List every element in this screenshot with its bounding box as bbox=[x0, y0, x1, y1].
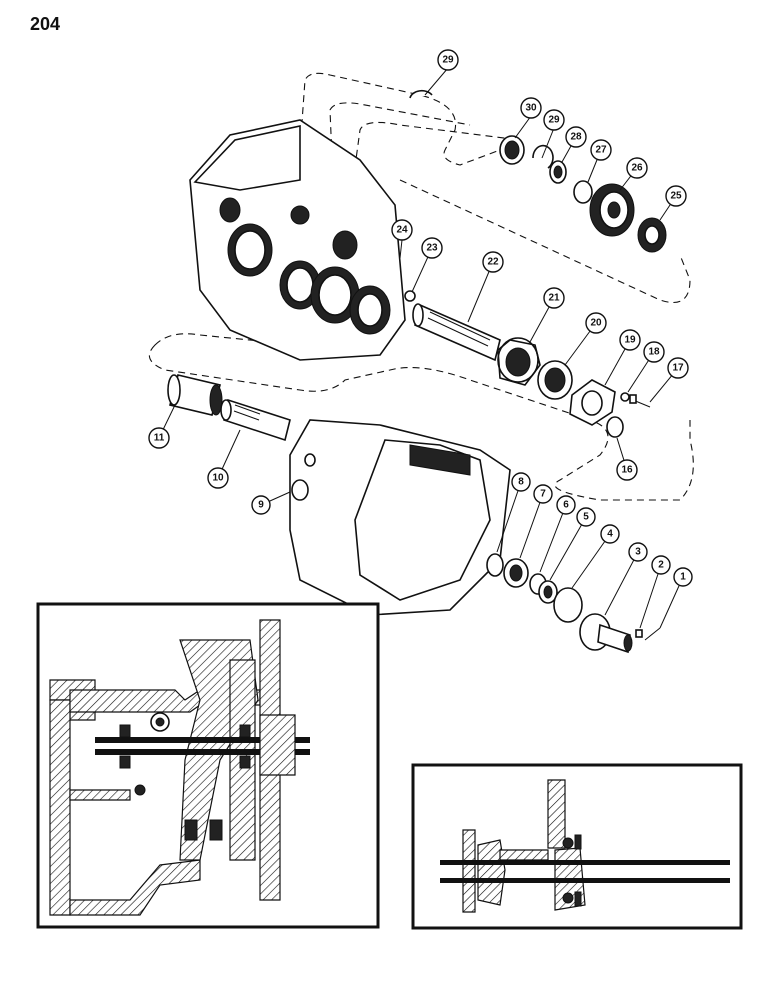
svg-text:5: 5 bbox=[583, 512, 589, 523]
callout-4: 4 bbox=[600, 524, 620, 544]
upper-housing-part-24 bbox=[189, 119, 406, 361]
bolt-part-1 bbox=[644, 627, 661, 641]
svg-text:10: 10 bbox=[212, 473, 224, 484]
o-ring-part-4 bbox=[553, 587, 583, 623]
snap-ring-upper-part-29 bbox=[409, 89, 433, 99]
callout-9: 9 bbox=[251, 495, 271, 515]
bolt-part-17 bbox=[629, 394, 651, 408]
svg-text:23: 23 bbox=[426, 243, 438, 254]
pin-part-23 bbox=[404, 290, 416, 302]
svg-text:16: 16 bbox=[621, 465, 633, 476]
svg-text:27: 27 bbox=[595, 145, 607, 156]
gear-part-25 bbox=[637, 217, 667, 253]
leader-lines bbox=[158, 67, 684, 629]
callout-25: 25 bbox=[665, 185, 687, 207]
callout-10: 10 bbox=[207, 467, 229, 489]
callout-2: 2 bbox=[651, 555, 671, 575]
svg-text:22: 22 bbox=[487, 257, 499, 268]
ring-part-16 bbox=[606, 416, 624, 438]
callout-23: 23 bbox=[421, 237, 443, 259]
callout-30: 30 bbox=[520, 97, 542, 119]
svg-text:7: 7 bbox=[540, 489, 546, 500]
svg-text:6: 6 bbox=[563, 500, 569, 511]
callout-22: 22 bbox=[482, 251, 504, 273]
callout-27: 27 bbox=[590, 139, 612, 161]
callout-21: 21 bbox=[543, 287, 565, 309]
svg-text:24: 24 bbox=[396, 225, 408, 236]
ring-part-8 bbox=[486, 553, 504, 577]
callout-3: 3 bbox=[628, 542, 648, 562]
svg-text:11: 11 bbox=[154, 433, 165, 444]
svg-text:17: 17 bbox=[672, 363, 684, 374]
callout-16: 16 bbox=[616, 459, 638, 481]
washer-part-27 bbox=[573, 180, 593, 204]
svg-text:18: 18 bbox=[648, 347, 660, 358]
svg-text:26: 26 bbox=[631, 163, 643, 174]
retainer-part-3 bbox=[579, 613, 633, 654]
svg-text:9: 9 bbox=[258, 500, 264, 511]
callout-17: 17 bbox=[667, 357, 689, 379]
callout-7: 7 bbox=[533, 484, 553, 504]
svg-text:21: 21 bbox=[548, 293, 560, 304]
callout-28: 28 bbox=[565, 126, 587, 148]
svg-text:29: 29 bbox=[442, 55, 454, 66]
bearing-part-20 bbox=[537, 360, 573, 400]
clutch-housing-part-9 bbox=[289, 419, 511, 616]
callout-11: 11 bbox=[148, 427, 170, 449]
seal-part-7 bbox=[503, 558, 529, 588]
svg-text:8: 8 bbox=[518, 477, 524, 488]
washer-part-18 bbox=[620, 392, 630, 402]
svg-text:4: 4 bbox=[607, 529, 613, 540]
callout-29-lower: 29 bbox=[543, 109, 565, 131]
svg-text:2: 2 bbox=[658, 560, 664, 571]
callout-24: 24 bbox=[391, 219, 413, 241]
bearing-part-28 bbox=[549, 160, 567, 184]
callout-8: 8 bbox=[511, 472, 531, 492]
svg-text:20: 20 bbox=[590, 318, 602, 329]
svg-text:25: 25 bbox=[670, 191, 682, 202]
callout-29-upper: 29 bbox=[437, 49, 459, 71]
callout-19: 19 bbox=[619, 329, 641, 351]
callout-20: 20 bbox=[585, 312, 607, 334]
sleeve-part-11 bbox=[167, 374, 223, 416]
bearing-carrier-part-21 bbox=[497, 337, 541, 386]
svg-text:28: 28 bbox=[570, 132, 582, 143]
callout-6: 6 bbox=[556, 495, 576, 515]
inset-cross-section-right bbox=[411, 763, 743, 930]
gear-part-26 bbox=[589, 183, 635, 237]
bearing-part-5 bbox=[538, 580, 558, 604]
callout-5: 5 bbox=[576, 507, 596, 527]
page-number: 204 bbox=[30, 14, 61, 34]
seal-part-30 bbox=[499, 135, 525, 165]
svg-text:1: 1 bbox=[680, 572, 686, 583]
inset-cross-section-left bbox=[36, 602, 380, 929]
svg-text:19: 19 bbox=[624, 335, 636, 346]
svg-text:3: 3 bbox=[635, 547, 641, 558]
cover-part-19 bbox=[569, 379, 616, 426]
shaft-part-22 bbox=[412, 303, 501, 362]
svg-text:29: 29 bbox=[548, 115, 560, 126]
group-outline-upper bbox=[299, 72, 691, 304]
callout-26: 26 bbox=[626, 157, 648, 179]
svg-text:30: 30 bbox=[525, 103, 537, 114]
callout-18: 18 bbox=[643, 341, 665, 363]
shaft-part-10 bbox=[220, 398, 291, 442]
callout-1: 1 bbox=[673, 567, 693, 587]
washer-part-2 bbox=[635, 629, 643, 638]
